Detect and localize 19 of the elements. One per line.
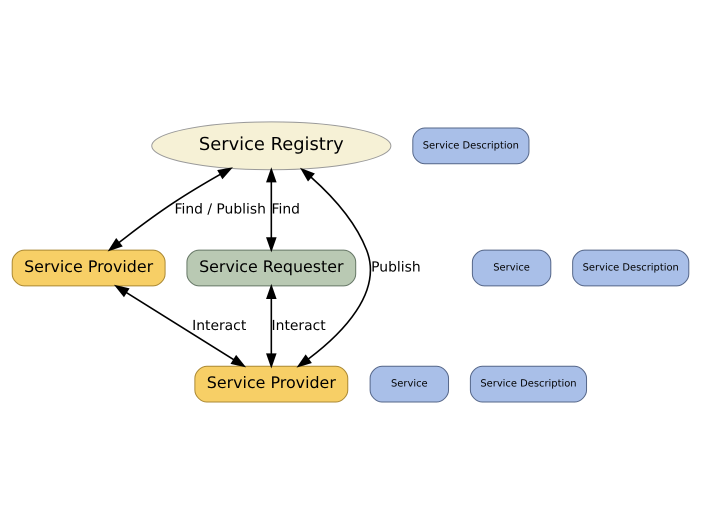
edge-label: Interact [272,318,326,334]
edge-label: Publish [371,260,421,276]
node-box: Service [370,366,450,403]
node-box: Service Provider [12,250,166,286]
edge-label: Find [272,202,300,218]
node-box: Service Description [572,250,690,286]
arrow [266,284,277,368]
node-box: Service [472,250,552,286]
node-ellipse: Service Registry [151,121,392,170]
edge-label: Find / Publish [174,202,266,218]
node-box: Service Description [412,127,530,164]
edge-label: Interact [192,318,246,334]
arrow [266,167,277,252]
node-box: Service Requester [186,250,356,286]
arrow [114,284,246,368]
arrow [108,167,233,252]
node-box: Service Description [470,366,588,403]
node-box: Service Provider [194,366,348,403]
arrow [296,168,372,368]
